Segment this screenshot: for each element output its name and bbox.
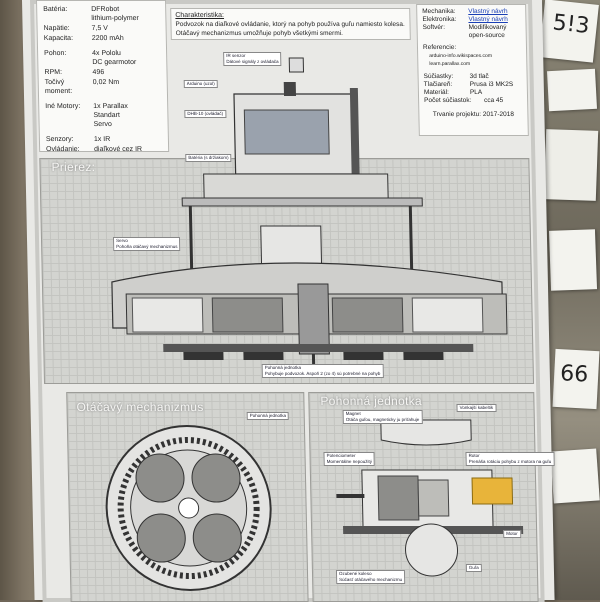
label-potentiometer-sub: Momentálne nepoužitý bbox=[327, 459, 372, 464]
elektronika-key: Elektronika: bbox=[422, 16, 468, 24]
drive-unit-drawing bbox=[321, 410, 535, 590]
sticky-note-bottom bbox=[550, 448, 600, 503]
spec-row: Batéria:DFRobot lithium-polymer bbox=[43, 5, 159, 23]
spec-key: Kapacita: bbox=[44, 34, 92, 43]
label-ir-sensor-sub: Dátové signály z ovládača bbox=[226, 59, 278, 64]
label-potentiometer-text: Potenciometer bbox=[326, 453, 355, 458]
spec-row: Kapacita:2200 mAh bbox=[44, 34, 160, 43]
label-ball: Guľa bbox=[466, 564, 482, 572]
characteristics-title: Charakteristika: bbox=[175, 11, 405, 20]
label-gear-text: Ozubené koleso bbox=[339, 571, 372, 576]
label-drive-unit-sub: Pohybuje podvozok. Aspoň 2 (zo 4) sú pot… bbox=[265, 371, 381, 376]
label-magnet-sub: Otáča guľou, magneticky ju priťahuje bbox=[346, 417, 420, 422]
label-arduino: Arduino (uzol) bbox=[184, 80, 218, 88]
spec-row: Napätie:7,5 V bbox=[44, 24, 160, 33]
label-battery: Batéria (s držiakom) bbox=[185, 154, 231, 162]
sticky-note-upper bbox=[547, 69, 597, 111]
label-ir-sensor-text: IR senzor bbox=[226, 53, 245, 58]
note-text-66: 66 bbox=[560, 361, 589, 387]
label-servo-sub: Pohoňa otáčavý mechanizmus bbox=[116, 244, 177, 249]
label-gear: Ozubené koleso Súčasť otáčavého mechaniz… bbox=[336, 570, 405, 584]
characteristics-box: Charakteristika: Podvozok na diaľkové ov… bbox=[170, 8, 411, 40]
sticky-note-66: 66 bbox=[553, 349, 600, 409]
characteristics-line1: Podvozok na diaľkové ovládanie, ktorý na… bbox=[175, 20, 405, 29]
softver-key: Softvér: bbox=[423, 24, 469, 40]
rotating-mechanism-title: Otáčavý mechanizmus bbox=[76, 400, 203, 414]
note-text-top: 5!3 bbox=[551, 10, 590, 39]
label-rotor: Rotor Prenáša rotáciu pohybu z motora na… bbox=[465, 452, 554, 466]
mechanika-key: Mechanika: bbox=[422, 8, 468, 16]
elektronika-link[interactable]: Vlastný návrh bbox=[468, 16, 508, 24]
label-magnet: Magnet Otáča guľou, magneticky ju priťah… bbox=[343, 410, 423, 424]
label-drive-unit-text: Pohonná jednotka bbox=[265, 365, 301, 370]
label-drive-unit: Pohonná jednotka Pohybuje podvozok. Aspo… bbox=[262, 364, 384, 378]
softver-value: Modifikovaný open-source bbox=[469, 24, 507, 40]
label-magnet-text: Magnet bbox=[346, 411, 361, 416]
drive-unit-title: Pohonná jednotka bbox=[320, 394, 422, 408]
sticky-note-lower bbox=[549, 229, 597, 291]
label-drive-unit-2: Pohonná jednotka bbox=[247, 412, 289, 420]
mechanika-link[interactable]: Vlastný návrh bbox=[468, 8, 508, 16]
spec-value: DFRobot lithium-polymer bbox=[91, 5, 139, 23]
label-rotor-text: Rotor bbox=[468, 453, 479, 458]
label-potentiometer: Potenciometer Momentálne nepoužitý bbox=[323, 452, 375, 466]
spec-key: Batéria: bbox=[43, 5, 91, 23]
sticky-note-middle bbox=[544, 129, 598, 201]
cross-section-drawing bbox=[37, 44, 532, 382]
label-motor: Motor bbox=[503, 530, 521, 538]
label-servo-text: Servo bbox=[116, 238, 128, 243]
label-gear-sub: Súčasť otáčavého mechanizmu bbox=[339, 577, 402, 582]
characteristics-line2: Otáčavý mechanizmus umožňuje pohyb všetk… bbox=[176, 29, 406, 38]
sticky-note-top: 5!3 bbox=[539, 0, 599, 63]
label-servo: Servo Pohoňa otáčavý mechanizmus bbox=[113, 237, 181, 251]
label-dhb: DHB-10 (ovládač) bbox=[184, 110, 226, 118]
label-rotor-sub: Prenáša rotáciu pohybu z motora na guľu bbox=[469, 459, 552, 464]
spec-value: 2200 mAh bbox=[92, 34, 124, 43]
label-outer-cable: Vonkajší kabeltik bbox=[456, 404, 496, 412]
spec-value: 7,5 V bbox=[92, 24, 109, 33]
spec-key: Napätie: bbox=[44, 24, 92, 33]
rotating-mechanism-drawing bbox=[101, 420, 285, 600]
label-ir-sensor: IR senzor Dátové signály z ovládača bbox=[223, 52, 282, 66]
